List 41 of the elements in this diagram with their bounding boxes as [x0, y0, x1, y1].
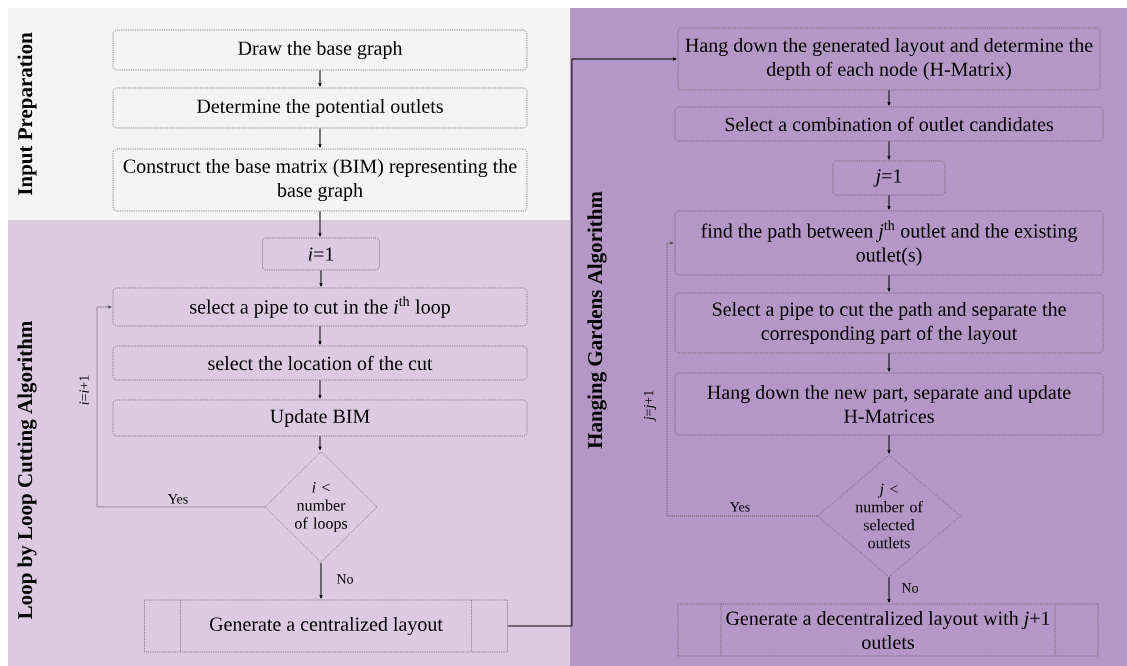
arrow — [887, 352, 891, 372]
edge-label: No — [900, 582, 920, 594]
process-box: find the path betweenj$^{th}$ outlet and the existing outlet(s) — [674, 210, 1104, 276]
arrow — [887, 89, 891, 106]
panel-title: Hanging Gardens Algorithm — [587, 191, 607, 449]
process-box: Update BIM — [112, 399, 528, 437]
process-box: Hang down the new part, separate and update H-Matrices — [674, 372, 1104, 436]
arrow — [318, 210, 322, 237]
arrow — [318, 379, 322, 399]
arrow — [887, 140, 891, 160]
arrow — [96, 305, 266, 508]
arrow — [887, 194, 891, 210]
arrow — [318, 127, 322, 148]
process-box: Determine the potential outlets — [112, 87, 528, 129]
process-box: select the location of the cut — [112, 345, 528, 381]
process-box: select a pipe to cut in the i$^{th}$ loop — [112, 287, 528, 327]
arrow — [887, 274, 891, 292]
process-box: Select a combination of outlet candidates — [674, 106, 1104, 142]
arrow — [887, 434, 891, 454]
predefined-process-box: Generate a decentralized layout withj+1 outlets — [677, 603, 1099, 657]
panel-title: Input Preparation — [17, 32, 37, 196]
arrow — [666, 241, 818, 517]
edge-label: Yes — [166, 493, 190, 505]
arrow — [319, 269, 323, 287]
arrow — [319, 562, 323, 599]
arrow — [887, 576, 891, 603]
panel-title: Loop by Loop Cutting Algorithm — [17, 321, 37, 619]
process-box: Select a pipe to cut the path and separate the corresponding part of the layout — [674, 292, 1104, 354]
arrow — [318, 325, 322, 345]
loop-counter-label: i=i+1 — [78, 373, 90, 407]
process-box: Construct the base matrix (BIM) representing the base graph — [112, 148, 528, 212]
predefined-process-box: Generate a centralized layout — [144, 599, 508, 653]
arrow — [507, 57, 677, 627]
process-box: Hang down the generated layout and determine the depth of each node (H-Matrix) — [677, 27, 1101, 91]
process-box: j=1 — [832, 160, 946, 196]
edge-label: No — [335, 573, 355, 585]
process-box: i=1 — [262, 237, 380, 271]
arrow — [318, 435, 322, 451]
process-box: Draw the base graph — [112, 29, 528, 71]
edge-label: Yes — [728, 501, 752, 513]
arrow — [318, 69, 322, 87]
